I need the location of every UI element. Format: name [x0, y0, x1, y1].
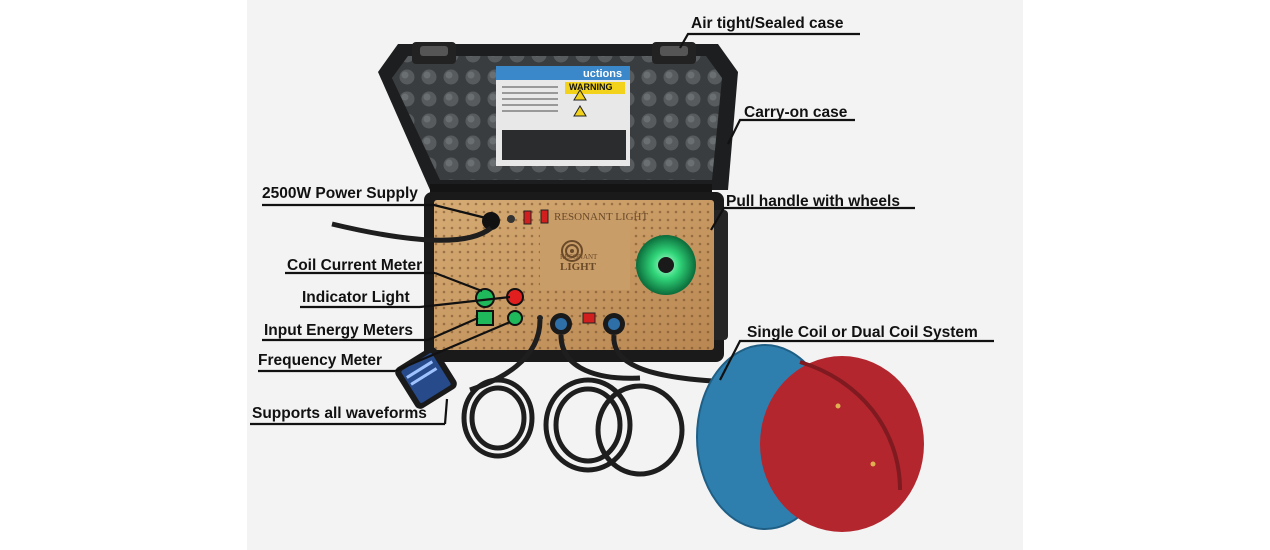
manual-warning: WARNING — [569, 82, 613, 92]
label-waveforms: Supports all waveforms — [252, 405, 427, 422]
label-frequency: Frequency Meter — [258, 352, 383, 369]
manual-heading: uctions — [583, 68, 623, 80]
product-photo: Air tight/Sealed case Carry-on case 2500… — [247, 0, 1023, 550]
panel-components — [475, 209, 696, 335]
label-coil-current: Coil Current Meter — [287, 257, 423, 274]
panel-title: RESONANT LIGHT — [554, 211, 649, 223]
label-input-energy: Input Energy Meters — [264, 322, 413, 339]
leader-lines — [250, 32, 994, 426]
logo-small-text: RESONANT — [560, 253, 598, 261]
frequency-meter — [507, 310, 523, 326]
device-illustration — [250, 32, 994, 532]
label-single-coil: Single Coil or Dual Coil System — [747, 324, 978, 341]
label-power-supply: 2500W Power Supply — [262, 185, 418, 202]
label-pull-handle: Pull handle with wheels — [726, 193, 900, 210]
coil-caps — [696, 344, 924, 532]
smartphone — [395, 347, 457, 409]
label-indicator: Indicator Light — [302, 289, 410, 306]
label-air-tight: Air tight/Sealed case — [691, 15, 844, 32]
case-lid — [378, 42, 738, 198]
logo-text: LIGHT — [560, 261, 597, 273]
label-carry-on: Carry-on case — [744, 104, 848, 121]
input-energy-meter — [476, 310, 494, 326]
